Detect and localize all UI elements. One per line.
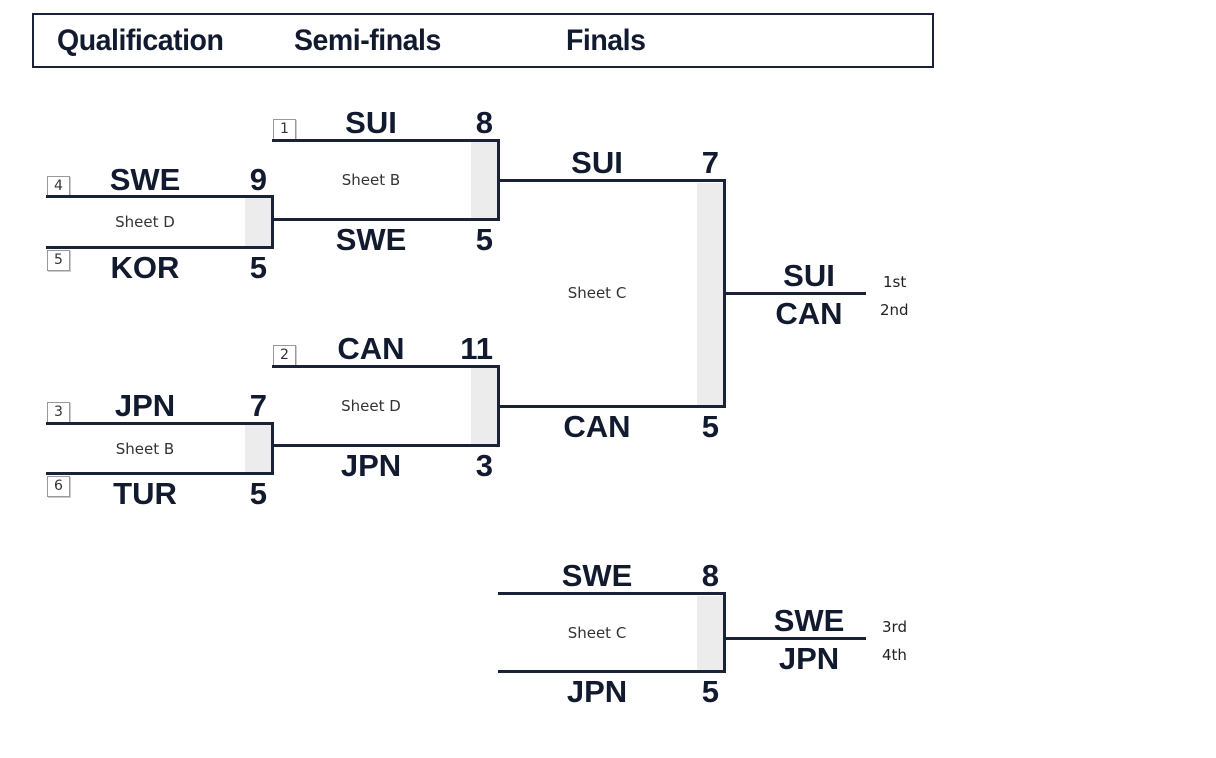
place-label-1st: 1st xyxy=(883,273,907,291)
team-name: JPN xyxy=(114,388,176,423)
bracket-shade xyxy=(697,596,723,670)
team-score: 5 xyxy=(475,222,493,257)
gold-team: SUI xyxy=(783,258,835,293)
team-name: CAN xyxy=(563,409,631,444)
team-score: 5 xyxy=(701,674,719,709)
bracket-line xyxy=(725,292,866,295)
team-name: KOR xyxy=(110,250,180,285)
team-score: 5 xyxy=(701,409,719,444)
bracket-line xyxy=(46,422,274,425)
team-name: SWE xyxy=(109,162,181,197)
round-label-finals: Finals xyxy=(566,24,646,57)
bracket-line xyxy=(498,592,726,595)
bracket-line xyxy=(271,195,274,249)
seed-badge: 3 xyxy=(47,402,70,423)
bracket-line xyxy=(46,195,274,198)
fourth-team: JPN xyxy=(778,641,840,676)
bracket-line xyxy=(272,444,500,447)
team-score: 5 xyxy=(249,476,267,511)
bronze-team: SWE xyxy=(773,603,845,638)
team-score: 8 xyxy=(475,105,493,140)
seed-badge: 4 xyxy=(47,176,70,197)
team-score: 8 xyxy=(701,558,719,593)
team-name: CAN xyxy=(337,331,405,366)
team-name: TUR xyxy=(113,476,177,511)
team-name: SUI xyxy=(345,105,397,140)
team-score: 3 xyxy=(475,448,493,483)
team-name: JPN xyxy=(566,674,628,709)
team-name: JPN xyxy=(340,448,402,483)
bracket-line xyxy=(725,637,866,640)
sheet-label: Sheet B xyxy=(341,171,401,189)
team-name: SWE xyxy=(561,558,633,593)
bracket-line xyxy=(46,246,274,249)
bracket-line xyxy=(723,179,726,408)
bracket-shade xyxy=(245,425,271,473)
round-label-semifinals: Semi-finals xyxy=(294,24,441,57)
team-score: 5 xyxy=(249,250,267,285)
bracket-line xyxy=(498,405,726,408)
team-name: SUI xyxy=(571,145,623,180)
sheet-label: Sheet D xyxy=(341,397,401,415)
bracket-shade xyxy=(697,183,723,405)
team-score: 7 xyxy=(701,145,719,180)
bracket-shade xyxy=(471,142,497,218)
bracket-line xyxy=(723,592,726,673)
bracket-shade xyxy=(471,368,497,444)
bracket-line xyxy=(272,218,500,221)
seed-badge: 5 xyxy=(47,250,70,271)
place-label-4th: 4th xyxy=(882,646,907,664)
bracket-line xyxy=(272,139,500,142)
team-score: 11 xyxy=(460,331,493,366)
seed-badge: 2 xyxy=(273,345,296,366)
place-label-3rd: 3rd xyxy=(882,618,907,636)
sheet-label: Sheet D xyxy=(115,213,175,231)
team-score: 9 xyxy=(249,162,267,197)
place-label-2nd: 2nd xyxy=(880,301,909,319)
sheet-label: Sheet C xyxy=(567,624,627,642)
sheet-label: Sheet B xyxy=(115,440,175,458)
bracket-shade xyxy=(245,198,271,246)
round-header xyxy=(32,13,934,68)
seed-badge: 6 xyxy=(47,476,70,497)
bracket-line xyxy=(498,670,726,673)
bracket-line xyxy=(272,365,500,368)
sheet-label: Sheet C xyxy=(567,284,627,302)
seed-badge: 1 xyxy=(273,119,296,140)
round-label-qualification: Qualification xyxy=(57,24,224,57)
silver-team: CAN xyxy=(775,296,843,331)
team-name: SWE xyxy=(335,222,407,257)
bracket-line xyxy=(271,422,274,475)
bracket-line xyxy=(498,179,726,182)
team-score: 7 xyxy=(249,388,267,423)
bracket-line xyxy=(46,472,274,475)
